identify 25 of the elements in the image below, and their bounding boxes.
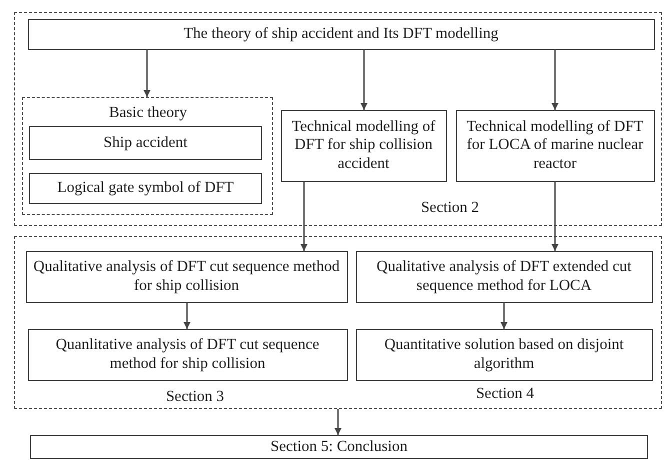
arrow <box>184 303 190 329</box>
arrow <box>360 50 368 110</box>
process-box: Logical gate symbol of DFT <box>29 173 262 204</box>
process-box: Quanlitative analysis of DFT cut sequence method for ship collision <box>28 328 348 380</box>
process-box: Qualitative analysis of DFT extended cut sequence method for LOCA <box>356 250 652 302</box>
process-box: Technical modelling of DFT for ship collision accident <box>280 110 446 182</box>
arrow <box>144 50 150 97</box>
arrow <box>300 182 308 251</box>
arrow <box>500 303 508 329</box>
process-box: Ship accident <box>29 126 262 160</box>
section-label: Section 4 <box>474 385 536 404</box>
arrow <box>334 409 342 435</box>
dashed-group-frame <box>14 236 662 409</box>
process-box: Technical modelling of DFT for LOCA of marine nuclear reactor <box>456 110 654 182</box>
dashed-group-frame <box>22 96 272 214</box>
process-box: Section 5: Conclusion <box>30 435 648 459</box>
section-label: Section 2 <box>420 199 480 218</box>
dashed-group-frame <box>14 12 662 226</box>
process-box: The theory of ship accident and Its DFT modelling <box>28 18 654 50</box>
arrow <box>552 50 558 110</box>
arrow <box>552 182 558 251</box>
section-label: Basic theory <box>108 104 188 122</box>
process-box: Quantitative solution based on disjoint algorithm <box>356 328 652 380</box>
process-box: Qualitative analysis of DFT cut sequence method for ship collision <box>26 250 348 302</box>
section-label: Section 3 <box>164 388 226 407</box>
